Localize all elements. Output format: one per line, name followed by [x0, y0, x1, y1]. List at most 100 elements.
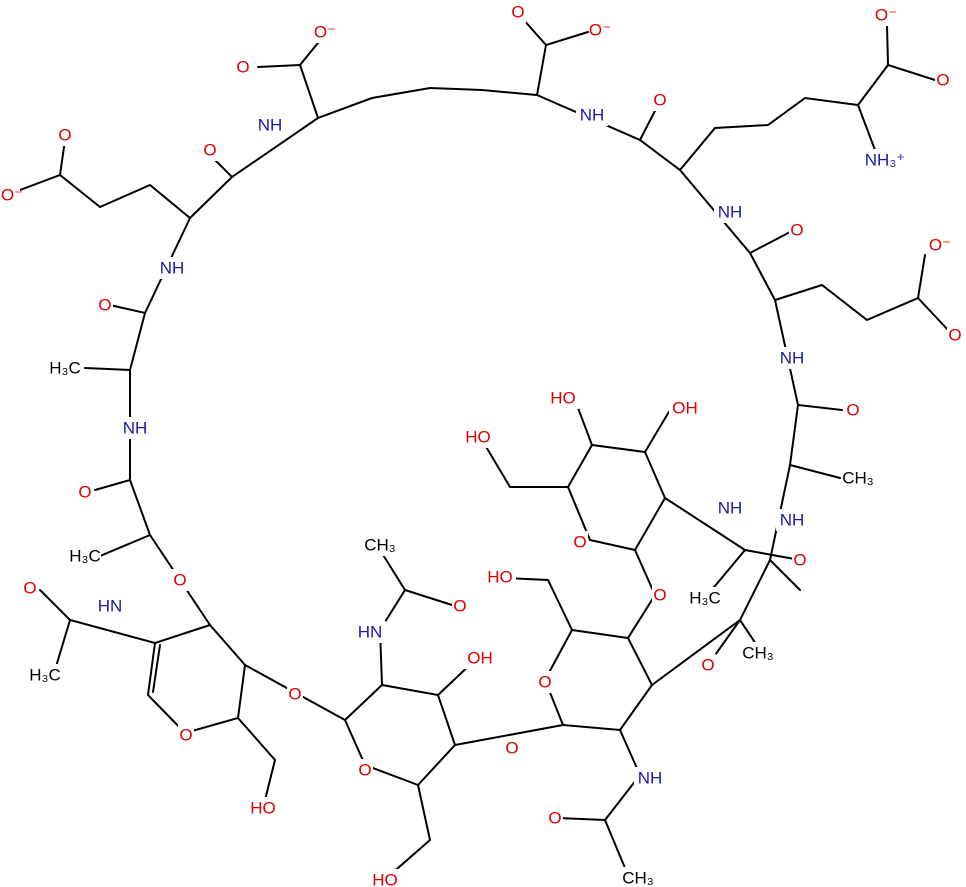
label-background [510, 1, 526, 23]
bond [237, 717, 277, 801]
label-background [94, 595, 126, 617]
label-background [689, 587, 721, 609]
label-background [247, 797, 279, 819]
atom-label: HO [465, 428, 491, 447]
label-background [29, 664, 61, 686]
label-background [878, 4, 894, 26]
bond [639, 24, 890, 172]
label-background [354, 621, 386, 643]
atom-label: O [936, 71, 949, 90]
label-background [742, 642, 774, 664]
atom-label: H₃C [69, 547, 100, 566]
atom-label: HO [487, 568, 513, 587]
label-background [317, 21, 333, 43]
label-background [714, 497, 746, 519]
atom-label: H₃C [29, 666, 60, 685]
bond [644, 409, 671, 453]
bond [504, 577, 573, 631]
atom-label: NH [580, 106, 605, 125]
label-background [22, 577, 38, 599]
atom-label: O [793, 551, 806, 570]
atom-label: O [203, 141, 216, 160]
atom-label: O⁻ [929, 236, 951, 255]
label-background [935, 69, 951, 91]
atom-label: O [173, 571, 186, 590]
atom-label: OH [672, 399, 698, 418]
atom-label: HN [358, 623, 383, 642]
label-background [235, 56, 251, 78]
label-background [97, 294, 113, 316]
bond [788, 404, 841, 479]
bond [152, 644, 161, 693]
label-background [714, 201, 746, 223]
atom-label: O⁻ [875, 6, 897, 25]
atom-label: O [653, 91, 666, 110]
label-background [484, 566, 516, 588]
label-background [776, 509, 808, 531]
bond [543, 628, 654, 732]
label-background [462, 426, 494, 448]
atom-label: NH [160, 259, 185, 278]
atom-label: O⁻ [589, 21, 611, 40]
atom-label: O [58, 126, 71, 145]
label-background [77, 481, 93, 503]
bond [484, 444, 569, 488]
label-background [572, 531, 588, 553]
atom-label: NH [780, 511, 805, 530]
bond [749, 252, 926, 322]
bond [887, 64, 936, 81]
atom-label: O [505, 739, 518, 758]
atom-label: O [790, 221, 803, 240]
atom-label: O [548, 809, 561, 828]
atom-label: CH₃ [622, 869, 653, 887]
label-background [452, 595, 468, 617]
atom-label: O⁻ [1, 186, 23, 205]
atom-label: H₃C [49, 359, 80, 378]
bond [99, 479, 152, 557]
atom-label: HO [372, 871, 398, 887]
bond [146, 624, 247, 735]
label-background [947, 324, 963, 346]
label-background [845, 399, 861, 421]
atom-label: H₃C [689, 589, 720, 608]
bond [298, 31, 589, 120]
bond [857, 104, 876, 151]
label-background [792, 549, 808, 571]
label-background [634, 767, 666, 789]
label-background [57, 124, 73, 146]
label-background [172, 569, 188, 591]
label-background [622, 867, 654, 887]
label-background [576, 104, 608, 126]
atom-label: O [179, 726, 192, 745]
atom-label: NH₃⁺ [865, 151, 905, 170]
label-background [547, 807, 563, 829]
atom-label: O [511, 3, 524, 22]
label-background [202, 139, 218, 161]
atom-label: NH [780, 349, 805, 368]
atom-label: O [288, 685, 301, 704]
atom-label: O [701, 656, 714, 675]
label-background [869, 149, 901, 171]
atom-label: O [236, 58, 249, 77]
bond [404, 589, 453, 606]
bond [651, 619, 741, 686]
atom-label: O [948, 326, 961, 345]
label-background [156, 257, 188, 279]
atom-label: O [538, 673, 551, 692]
label-background [69, 545, 101, 567]
atom-label: NH [258, 116, 283, 135]
atom-label: NH [718, 203, 743, 222]
atom-label: CH₃ [842, 469, 873, 488]
bond [257, 64, 301, 68]
atom-label: HN [98, 597, 123, 616]
atom-label: O [98, 296, 111, 315]
label-background [652, 584, 668, 606]
atom-label: O [358, 761, 371, 780]
atom-label: CH₃ [742, 644, 773, 663]
bond [917, 297, 949, 331]
label-background [464, 647, 496, 669]
bond [627, 549, 657, 639]
